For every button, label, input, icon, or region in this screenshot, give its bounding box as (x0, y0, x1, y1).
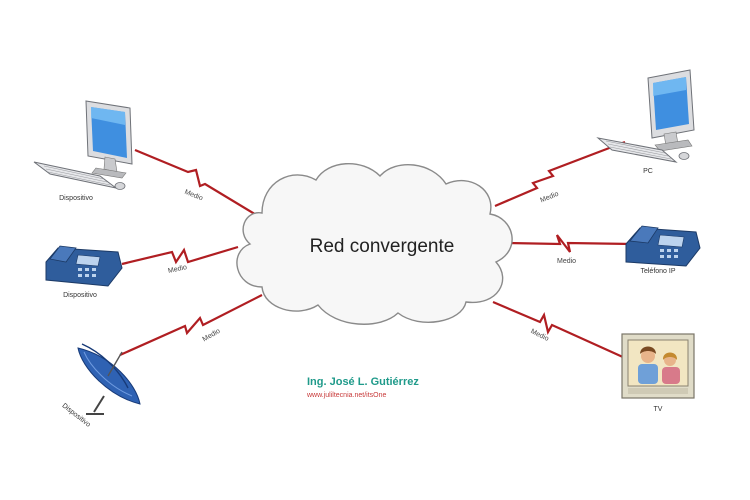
link-label-right-phone: Medio (557, 258, 577, 265)
television-icon (621, 333, 695, 399)
link-right-phone (506, 234, 633, 253)
link-right-tv (492, 300, 626, 360)
link-left-satellite (119, 294, 263, 357)
satellite-dish-icon (77, 343, 141, 415)
device-label-right-computer: PC (643, 168, 653, 175)
device-label-right-tv: TV (653, 406, 663, 413)
ip-phone-icon (45, 245, 123, 287)
ip-phone-icon (625, 225, 701, 267)
diagram-title: Red convergente (309, 236, 455, 257)
author-url[interactable]: www.juliltecnia.net/itsOne (307, 392, 387, 399)
link-right-computer (494, 140, 626, 208)
network-cloud (236, 163, 513, 325)
link-left-computer (134, 148, 259, 217)
device-label-left-phone: Dispositivo (63, 292, 97, 299)
author-name: Ing. José L. Gutiérrez (307, 376, 419, 388)
desktop-computer-icon (33, 100, 133, 190)
device-label-left-computer: Dispositivo (59, 195, 93, 202)
device-label-right-phone: Teléfono IP (640, 268, 676, 275)
desktop-computer-icon (596, 69, 695, 163)
link-left-phone (121, 245, 239, 266)
